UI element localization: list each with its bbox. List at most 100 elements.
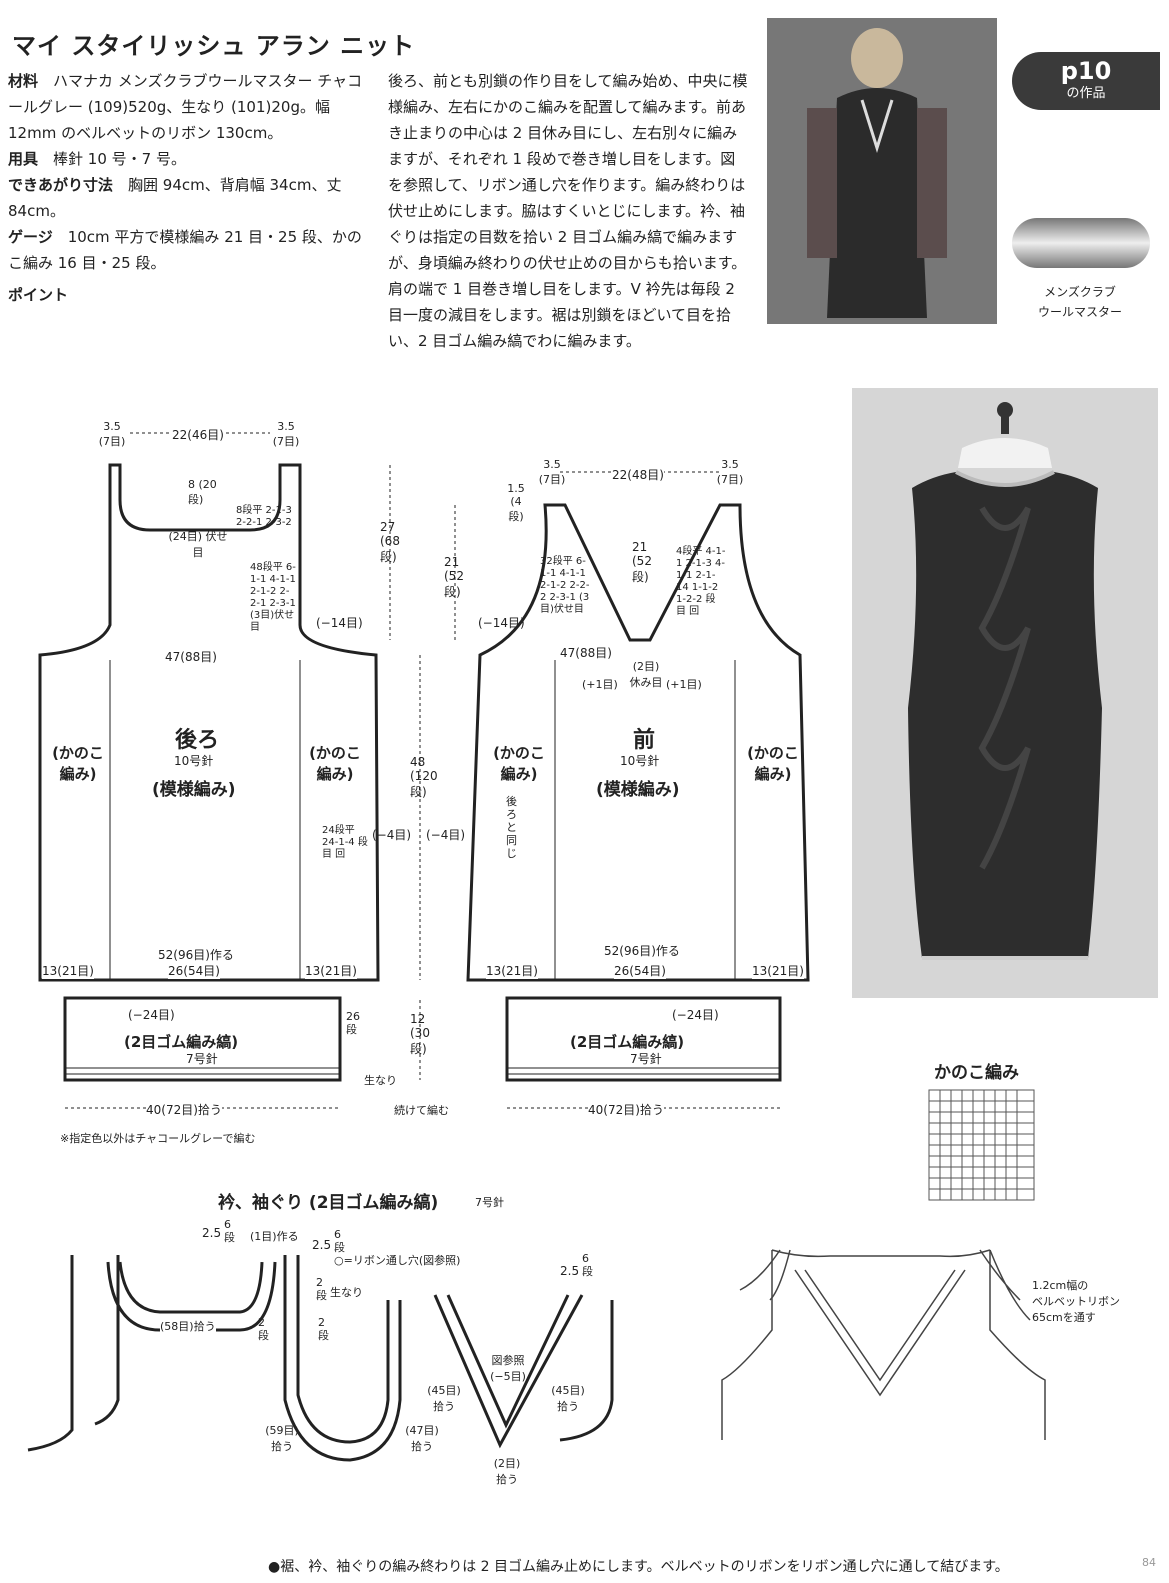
yarn-caption: メンズクラブ ウールマスター xyxy=(1010,282,1150,322)
front-plus-right: (+1目) xyxy=(666,678,702,691)
instructions-left: 材料 ハマナカ メンズクラブウールマスター チャコールグレー (109)520g… xyxy=(8,68,368,276)
front-same: 後ろと同じ xyxy=(506,795,517,860)
collar-rows2-c: 2 段 xyxy=(318,1316,329,1342)
rib-height: 12 (30段) xyxy=(410,1012,430,1056)
page-number: 84 xyxy=(1142,1556,1156,1569)
back-rib-minus: (−24目) xyxy=(128,1008,175,1022)
front-shoulder-h: 1.5 (4段) xyxy=(507,482,525,523)
vest-photo xyxy=(852,388,1158,998)
back-width: 47(88目) xyxy=(165,648,217,665)
collar-cast: (1目)作る xyxy=(250,1230,299,1243)
back-rib-needle: 7号針 xyxy=(186,1052,218,1066)
front-minus4: (−4目) xyxy=(426,828,466,842)
collar-rows2-b: 2 段 xyxy=(258,1316,269,1342)
front-rib-minus: (−24目) xyxy=(672,1008,719,1022)
front-v-height: 21 (52段) xyxy=(632,540,652,584)
front-rib-needle: 7号針 xyxy=(630,1052,662,1066)
front-plus-left: (+1目) xyxy=(582,678,618,691)
front-shoulder-right: 3.5 (7目) xyxy=(716,458,744,486)
rib-rows: 26 段 xyxy=(346,1010,360,1036)
back-outline xyxy=(38,463,380,982)
front-needle: 10号針 xyxy=(620,754,660,768)
front-cast: 52(96目)作る xyxy=(604,942,680,959)
collar-w25-left: 2.5 xyxy=(202,1226,222,1240)
front-rib-pick: 40(72目)拾う xyxy=(588,1101,664,1118)
back-side-w-right: 13(21目) xyxy=(305,962,357,979)
badge-sub: の作品 xyxy=(1066,86,1106,101)
yarn-caption-2: ウールマスター xyxy=(1037,305,1122,319)
yarn-swatch xyxy=(1012,218,1150,268)
back-neck-shape: 8段平 2-1-3 2-2-1 2-3-2 xyxy=(236,505,292,528)
back-rib-pick: 40(72目)拾う xyxy=(146,1101,222,1118)
back-minus4: (−4目) xyxy=(372,828,412,842)
collar-white: 生なり xyxy=(330,1286,363,1299)
point-label: ポイント xyxy=(8,286,69,304)
front-side-w-left: 13(21目) xyxy=(486,962,538,979)
badge-number: p10 xyxy=(1060,57,1112,85)
back-label: 後ろ xyxy=(175,728,220,753)
front-v-shape-right: 4段平 4-1-1 2-1-3 4-1-1 2-1-14 1-1-2 1-2-2… xyxy=(676,546,726,617)
materials-label: 材料 xyxy=(8,72,39,90)
gauge-label: ゲージ xyxy=(8,228,53,246)
back-pattern: (模様編み) xyxy=(152,780,236,800)
back-side-right: (かのこ 編み) xyxy=(309,744,361,783)
ribbon-note: 1.2cm幅の ベルベットリボン 65cmを通す xyxy=(1032,1278,1120,1326)
back-top-width: 22(46目) xyxy=(172,426,224,443)
ribbon-note-1: 1.2cm幅の xyxy=(1032,1279,1089,1292)
front-v-shape-left: 32段平 6-1-1 4-1-1 2-1-2 2-2-2 2-3-1 (3目)伏… xyxy=(540,556,590,615)
page-badge: p10 の作品 xyxy=(1012,52,1160,110)
front-pattern: (模様編み) xyxy=(596,780,680,800)
color-note: ※指定色以外はチャコールグレーで編む xyxy=(60,1132,256,1145)
back-side-dec: 24段平 24-1-4 段 目 回 xyxy=(322,825,368,860)
back-arm-shape: 48段平 6-1-1 4-1-1 2-1-2 2-2-1 2-3-1 (3目)伏… xyxy=(250,562,296,633)
collar-pick2: (2目) 拾う xyxy=(493,1457,521,1486)
ribbon-drawing xyxy=(721,1249,1046,1440)
back-shoulder-right: 3.5 (7目) xyxy=(272,420,300,448)
collar-rows6-mid: 6 段 xyxy=(334,1228,345,1254)
front-side-w-right: 13(21目) xyxy=(752,962,804,979)
back-rib-label: (2目ゴム編み縞) xyxy=(124,1033,239,1051)
collar-pick45-right: (45目) 拾う xyxy=(551,1384,585,1413)
back-neck-drop: 8 (20段) xyxy=(188,478,217,506)
back-shoulder-left: 3.5 (7目) xyxy=(98,420,126,448)
point-block: ポイント xyxy=(8,282,368,334)
collar-hole-note: ○=リボン通し穴(図参照) xyxy=(334,1254,461,1267)
front-outline xyxy=(466,503,810,982)
front-side-right: (かのこ 編み) xyxy=(747,744,799,783)
back-side-left: (かのこ 編み) xyxy=(52,744,104,783)
tools-text: 棒針 10 号・7 号。 xyxy=(53,150,186,168)
kanoko-title: かのこ編み xyxy=(934,1063,1019,1083)
vest-photo-art xyxy=(852,388,1158,998)
collar-pick47: (47目) 拾う xyxy=(405,1424,439,1453)
back-side-w-left: 13(21目) xyxy=(42,962,94,979)
front-body-height: 48 (120段) xyxy=(410,755,438,799)
rib-cont: 続けて編む xyxy=(394,1104,449,1117)
collar-ref: 図参照 (−5目) xyxy=(490,1354,526,1383)
bottom-note: ●裾、衿、袖ぐりの編み終わりは 2 目ゴム編み止めにします。ベルベットのリボンを… xyxy=(268,1559,1009,1575)
front-center: 26(54目) xyxy=(614,962,666,979)
size-label: できあがり寸法 xyxy=(8,176,114,194)
size-text: 胸囲 94cm、背肩幅 34cm、丈 84cm。 xyxy=(8,176,342,220)
yarn-caption-1: メンズクラブ xyxy=(1044,285,1116,299)
gauge-text: 10cm 平方で模様編み 21 目・25 段、かのこ編み 16 目・25 段。 xyxy=(8,228,362,272)
instructions-right: 後ろ、前とも別鎖の作り目をして編み始め、中央に模様編み、左右にかのこ編みを配置し… xyxy=(388,68,748,350)
front-label: 前 xyxy=(633,728,656,753)
front-width: 47(88目) xyxy=(560,644,612,661)
back-needle: 10号針 xyxy=(174,754,214,768)
collar-title: 衿、袖ぐり (2目ゴム編み縞) xyxy=(218,1193,439,1213)
front-rest: (2目) 休み目 xyxy=(629,660,663,689)
collar-w25-right: 2.5 xyxy=(560,1264,580,1278)
front-top-width: 22(48目) xyxy=(612,466,664,483)
front-rib-label: (2目ゴム編み縞) xyxy=(570,1033,685,1051)
page-title: マイ スタイリッシュ アラン ニット xyxy=(12,32,416,60)
rib-white: 生なり xyxy=(364,1074,397,1087)
front-side-left: (かのこ 編み) xyxy=(493,744,545,783)
collar-rows2-a: 2 段 xyxy=(316,1276,327,1302)
collar-pick59: (59目) 拾う xyxy=(265,1424,299,1453)
collar-needle: 7号針 xyxy=(475,1196,504,1209)
collar-rows6-right: 6 段 xyxy=(582,1252,593,1278)
back-arm-height: 27 (68段) xyxy=(380,520,400,564)
collar-pick45-left: (45目) 拾う xyxy=(427,1384,461,1413)
kanoko-chart xyxy=(928,1089,1035,1201)
